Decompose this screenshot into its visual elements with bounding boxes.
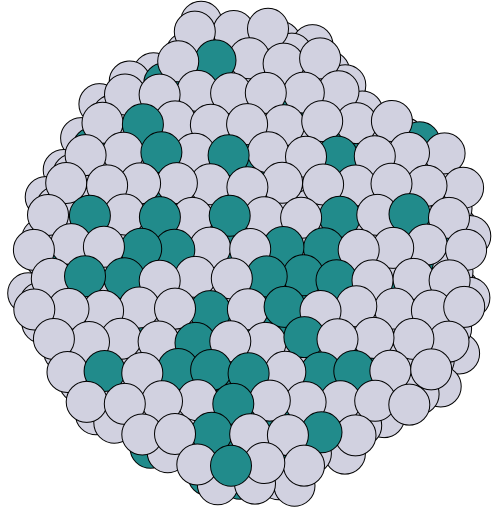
atom-layer (7, 0, 492, 507)
atom-lavender (299, 37, 342, 80)
atom-lavender (301, 100, 344, 143)
atom-teal (210, 444, 252, 487)
atom-lavender (410, 348, 453, 391)
atom-lavender (283, 444, 325, 487)
atom-lavender (13, 288, 56, 331)
atom-lavender (443, 285, 486, 328)
atom-lavender (154, 413, 196, 455)
atom-lavender (244, 71, 287, 114)
atom-lavender (388, 383, 431, 426)
atom-lavender (157, 40, 200, 83)
atom-teal (208, 194, 251, 237)
atom-lavender (65, 380, 108, 423)
